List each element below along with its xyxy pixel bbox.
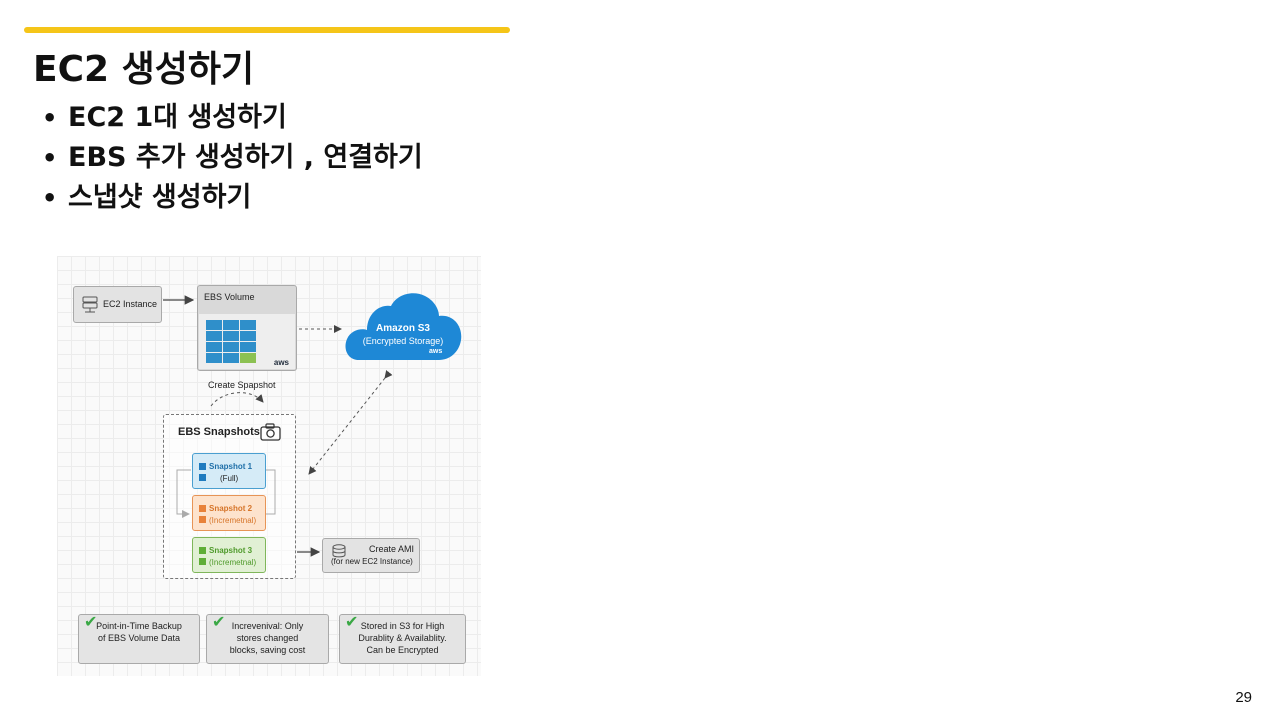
arrow-s3-snapshots	[308, 370, 393, 475]
snapshot-marker	[199, 547, 206, 554]
snapshot-marker	[199, 505, 206, 512]
note-line: Can be Encrypted	[366, 645, 439, 655]
ec2-instance-label: EC2 Instance	[103, 299, 158, 309]
cloud-title: Amazon S3	[376, 323, 430, 334]
bullet-item: EC2 1대 생성하기	[40, 98, 423, 138]
camera-icon	[260, 423, 281, 441]
database-icon	[332, 544, 346, 558]
create-ami-label: Create AMI	[369, 544, 415, 554]
note-line: blocks, saving cost	[229, 645, 306, 655]
storage-block	[206, 353, 222, 363]
snapshot-1-card: Snapshot 1 (Full)	[192, 453, 266, 489]
ebs-volume-label: EBS Volume	[204, 292, 255, 302]
server-icon	[82, 296, 98, 313]
bullet-list: EC2 1대 생성하기 EBS 추가 생성하기 , 연결하기 스냅샷 생성하기	[40, 98, 423, 218]
storage-block	[206, 342, 222, 352]
snapshot-kind: (Full)	[220, 474, 239, 483]
storage-block-changed	[240, 353, 256, 363]
cloud-label: Amazon S3 (Encrypted Storage)	[343, 323, 463, 347]
cloud-icon	[345, 293, 462, 360]
snapshot-kind: (Incremetnal)	[209, 558, 257, 567]
create-snapshot-caption: Create Spapshot	[208, 380, 276, 390]
ebs-snapshots-group: EBS Snapshots Snapshot 1 (Full) Snapshot…	[163, 414, 296, 579]
ebs-snapshot-diagram: EC2 Instance EBS Volume aws A	[57, 256, 481, 676]
create-ami-box: Create AMI (for new EC2 Instance)	[322, 538, 420, 573]
note-line: stores changed	[236, 633, 299, 643]
note-line: of EBS Volume Data	[97, 633, 181, 643]
snapshot-2-card: Snapshot 2 (Incremetnal)	[192, 495, 266, 531]
storage-block	[223, 353, 239, 363]
check-icon: ✔	[345, 612, 359, 631]
check-icon: ✔	[84, 612, 98, 631]
snapshot-marker	[199, 474, 206, 481]
snapshot-3-card: Snapshot 3 (Incremetnal)	[192, 537, 266, 573]
snapshot-name: Snapshot 1	[209, 462, 253, 471]
cloud-subtitle: (Encrypted Storage)	[362, 336, 444, 346]
snapshot-marker	[199, 516, 206, 523]
note-incremental: ✔ Increvenival: Only stores changed bloc…	[206, 614, 329, 664]
create-ami-sublabel: (for new EC2 Instance)	[331, 557, 413, 566]
storage-block	[206, 320, 222, 330]
snapshot-marker	[199, 558, 206, 565]
bullet-item: 스냅샷 생성하기	[40, 178, 423, 218]
note-s3-storage: ✔ Stored in S3 for High Durablity & Avai…	[339, 614, 466, 664]
snapshot-kind: (Incremetnal)	[209, 516, 257, 525]
slide-title: EC2 생성하기	[33, 49, 255, 90]
storage-block	[240, 331, 256, 341]
ebs-volume-box: EBS Volume aws	[197, 285, 297, 371]
storage-block	[223, 331, 239, 341]
storage-block	[223, 320, 239, 330]
snapshot-name: Snapshot 2	[209, 504, 253, 513]
note-point-in-time: ✔ Point-in-Time Backup of EBS Volume Dat…	[78, 614, 200, 664]
title-accent-bar	[24, 27, 510, 33]
ebs-volume-panel: aws	[199, 314, 295, 369]
check-icon: ✔	[212, 612, 226, 631]
snapshot-marker	[199, 463, 206, 470]
ec2-instance-box: EC2 Instance	[73, 286, 162, 323]
arrow-create-snapshot	[210, 392, 264, 407]
storage-block	[240, 320, 256, 330]
ebs-snapshots-title: EBS Snapshots	[178, 426, 260, 438]
storage-block	[206, 331, 222, 341]
note-line: Point-in-Time Backup	[96, 621, 182, 631]
storage-blocks	[206, 320, 256, 363]
note-line: Stored in S3 for High	[360, 621, 445, 631]
storage-block	[240, 342, 256, 352]
bullet-item: EBS 추가 생성하기 , 연결하기	[40, 138, 423, 178]
page-number: 29	[1235, 689, 1252, 706]
storage-block	[223, 342, 239, 352]
note-line: Increvenival: Only	[231, 621, 304, 631]
note-line: Durablity & Availablity.	[358, 633, 447, 643]
aws-logo: aws	[273, 358, 289, 367]
snapshot-name: Snapshot 3	[209, 546, 253, 555]
aws-logo: aws	[429, 348, 443, 355]
